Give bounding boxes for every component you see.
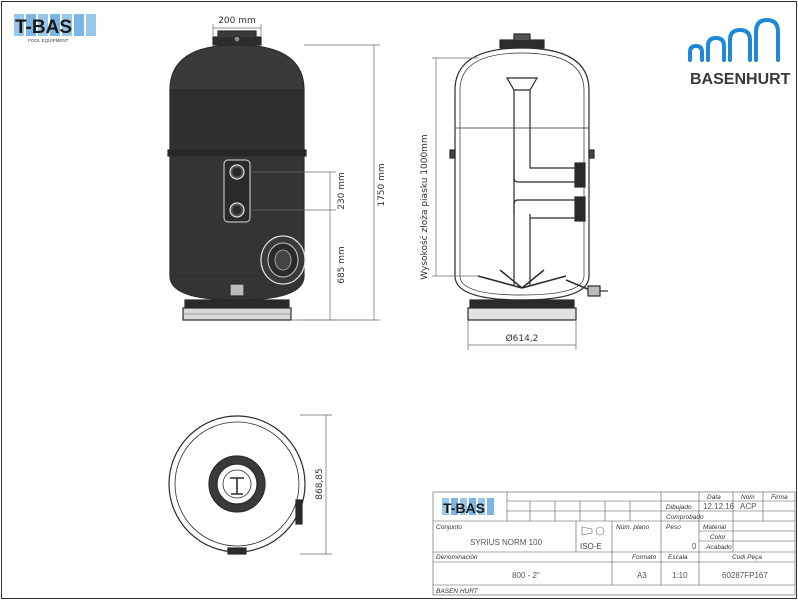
basenhurt-logo-text: BASENHURT (690, 71, 791, 88)
tb-dibujado-label: Dibujado (666, 504, 692, 511)
tb-material-label: Material (703, 524, 727, 531)
tb-codi-value: 60287FP167 (722, 571, 768, 580)
tb-acabado-label: Acabado (705, 544, 732, 551)
filter-front-view (167, 30, 307, 321)
tb-color-label: Color (710, 534, 726, 541)
port-height-dimension: 685 mm (337, 246, 347, 284)
sand-height-dimension: Wysokość złoża piasku 1000mm (419, 134, 430, 279)
height-total-dimension: 1750 mm (377, 163, 387, 206)
projection-cone-icon (581, 526, 593, 536)
tb-standard: ISO-E (580, 542, 602, 551)
tb-denominacion-label: Denominación (436, 554, 478, 561)
tbas-logo-top-text: T-BAS (15, 17, 72, 38)
tb-num-plano-label: Núm. plano (616, 524, 650, 531)
front-view-dimensions (212, 24, 380, 321)
tb-comprobado-label: Comprobado (666, 514, 704, 521)
tb-dibujado-date: 12.12.16 (703, 502, 735, 511)
tb-codi-label: Codi Peça (732, 554, 762, 561)
projection-symbol-icon (595, 526, 605, 536)
tb-escala-label: Escala (668, 554, 688, 561)
tb-conjunto-value: SYRIUS NORM 100 (470, 538, 543, 547)
basenhurt-logo: BASENHURT (688, 17, 791, 88)
tb-footer: BASEN HURT (436, 588, 479, 595)
tb-escala-value: 1:10 (672, 571, 688, 580)
filter-section-view (449, 33, 608, 321)
base-diameter-dimension: Ø614,2 (506, 333, 539, 344)
plan-diameter-dimension: 868,85 (315, 468, 325, 500)
tbas-logo-block-text: T-BAS (443, 500, 485, 516)
title-block (432, 491, 796, 596)
tb-firma-label: Firma (771, 494, 788, 501)
tb-dibujado-nom: ACP (740, 502, 756, 511)
port-spacing-dimension: 230 mm (337, 172, 347, 210)
tbas-logo-top-subtext: POOL EQUIPMENT (28, 38, 69, 43)
plan-view-dimensions (300, 414, 332, 555)
tbas-logo-top: T-BAS POOL EQUIPMENT (14, 14, 96, 43)
tb-nom-label: Nom (741, 494, 755, 501)
tb-peso-label: Peso (666, 524, 681, 531)
tb-formato-label: Formato (632, 554, 657, 561)
tb-fecha-label: Data (707, 494, 721, 501)
tb-conjunto-label: Conjunto (436, 524, 462, 531)
tbas-logo-block: T-BAS (442, 498, 494, 516)
tb-formato-value: A3 (637, 571, 647, 580)
tb-denominacion-value: 800 - 2" (512, 571, 540, 580)
top-width-dimension: 200 mm (218, 16, 256, 26)
section-view-dimensions (432, 57, 577, 350)
tb-peso-value: 0 (692, 542, 697, 551)
filter-plan-view (168, 415, 306, 555)
